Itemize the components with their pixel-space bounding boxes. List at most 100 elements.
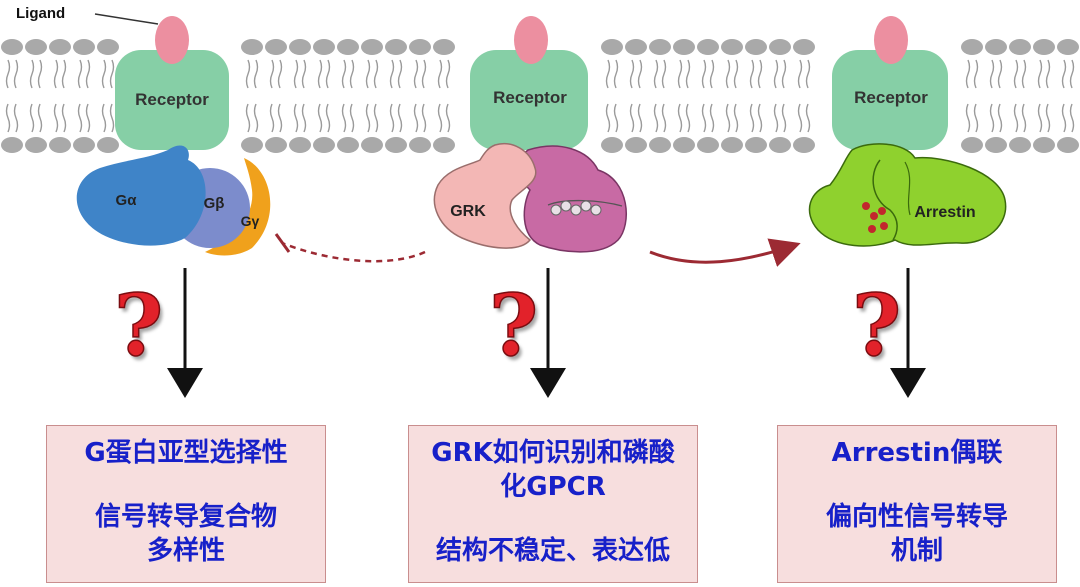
lipid-tail xyxy=(1037,103,1043,133)
lipid-head xyxy=(97,137,119,153)
grk-partner-domain xyxy=(517,145,627,253)
grk-linker xyxy=(547,199,623,207)
lipid-tail xyxy=(725,59,731,89)
box-3-line-1: Arrestin偶联 xyxy=(831,438,1003,468)
lipid-tail xyxy=(437,103,443,133)
lipid-head xyxy=(649,39,671,55)
lipid-tail xyxy=(725,103,731,133)
lipid-tail xyxy=(317,59,323,89)
arrestin xyxy=(808,143,1007,247)
lipid-tail xyxy=(637,59,643,89)
box-3-line-2: 偏向性信号转导 xyxy=(825,502,1008,532)
lipid-head xyxy=(265,137,287,153)
box-2-line-2: 化GPCR xyxy=(500,472,606,502)
box-2-line-1: GRK如何识别和磷酸 xyxy=(431,438,675,468)
lipid-head xyxy=(745,137,767,153)
lipid-tail xyxy=(685,59,691,89)
lipid-head xyxy=(1057,137,1079,153)
lipid-tail xyxy=(301,103,307,133)
lipid-tail xyxy=(421,59,427,89)
lipid-head xyxy=(433,137,455,153)
lipid-tail xyxy=(973,59,979,89)
arrestin-domain-line xyxy=(872,159,898,241)
lipid-head xyxy=(793,39,815,55)
box-1-line-2: 信号转导复合物 xyxy=(94,502,277,532)
lipid-head xyxy=(1009,137,1031,153)
lipid-head xyxy=(721,137,743,153)
lipid-tail xyxy=(29,59,35,89)
lipid-tail xyxy=(77,59,83,89)
activation-arrow xyxy=(649,238,801,267)
lipid-tail xyxy=(245,59,251,89)
lipid-tail xyxy=(1013,59,1019,89)
lipid-tail xyxy=(997,59,1003,89)
lipid-head xyxy=(625,39,647,55)
ligand-pointer-line xyxy=(94,13,159,25)
g-alpha-label: Gα xyxy=(116,192,138,209)
lipid-head xyxy=(721,39,743,55)
lipid-tail xyxy=(421,103,427,133)
lipid-tail xyxy=(797,103,803,133)
question-box-arrestin: Arrestin偶联 偏向性信号转导 机制 xyxy=(777,425,1057,583)
lipid-bilayer xyxy=(1,39,1079,153)
question-box-grk: GRK如何识别和磷酸 化GPCR 结构不稳定、表达低 xyxy=(408,425,698,583)
lipid-tail xyxy=(61,59,67,89)
lipid-tail xyxy=(365,103,371,133)
lipid-tail xyxy=(613,59,619,89)
lipid-head xyxy=(361,137,383,153)
lipid-head xyxy=(409,137,431,153)
lipid-head xyxy=(985,137,1007,153)
lipid-tail xyxy=(1061,103,1067,133)
lipid-tail xyxy=(1069,103,1075,133)
g-alpha-subunit xyxy=(76,145,206,246)
lipid-tail xyxy=(701,103,707,133)
lipid-head xyxy=(241,39,263,55)
lipid-tail xyxy=(805,103,811,133)
lipid-tail xyxy=(629,103,635,133)
receptor-3-label: Receptor xyxy=(854,88,928,107)
lipid-tail xyxy=(605,59,611,89)
arrestin-domain-line-2 xyxy=(904,161,911,216)
lipid-tail xyxy=(445,59,451,89)
lipid-tail xyxy=(61,103,67,133)
lipid-head xyxy=(241,137,263,153)
lipid-head xyxy=(985,39,1007,55)
box-3-line-3: 机制 xyxy=(890,536,943,566)
lipid-tail xyxy=(733,103,739,133)
lipid-tail xyxy=(85,103,91,133)
lipid-tail xyxy=(1061,59,1067,89)
lipid-tail xyxy=(613,103,619,133)
lipid-head xyxy=(601,137,623,153)
question-mark-3: ? xyxy=(851,276,902,375)
lipid-head xyxy=(961,39,983,55)
question-mark-2: ? xyxy=(488,276,539,375)
lipid-tail xyxy=(701,59,707,89)
lipid-head xyxy=(1033,39,1055,55)
lipid-tail xyxy=(661,59,667,89)
lipid-tail xyxy=(781,103,787,133)
lipid-tail xyxy=(1045,59,1051,89)
lipid-tail xyxy=(1045,103,1051,133)
lipid-head xyxy=(745,39,767,55)
lipid-tail xyxy=(797,59,803,89)
lipid-head xyxy=(961,137,983,153)
lipid-tail xyxy=(85,59,91,89)
lipid-head xyxy=(289,39,311,55)
lipid-tail xyxy=(605,103,611,133)
lipid-tail xyxy=(437,59,443,89)
lipid-tail xyxy=(965,59,971,89)
receptor-1 xyxy=(115,50,229,150)
lipid-head xyxy=(73,137,95,153)
lipid-head xyxy=(1057,39,1079,55)
lipid-tail xyxy=(389,103,395,133)
lipid-tail xyxy=(677,59,683,89)
lipid-tail xyxy=(373,103,379,133)
lipid-tail xyxy=(325,59,331,89)
lipid-tail xyxy=(109,103,115,133)
receptor-1-label: Receptor xyxy=(135,90,209,109)
g-beta-label: Gβ xyxy=(204,195,225,212)
lipid-tail xyxy=(1021,59,1027,89)
lipid-head xyxy=(769,39,791,55)
panel-g-protein: Ligand Receptor Gα Gβ Gγ xyxy=(16,5,271,398)
